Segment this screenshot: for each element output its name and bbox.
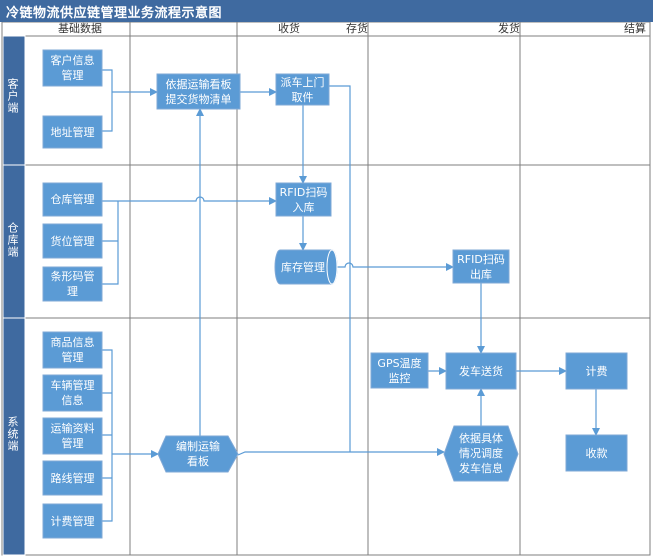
node-warehouse bbox=[42, 182, 103, 217]
lane-label-warehouse: 仓库端 bbox=[6, 222, 19, 258]
connector-warehouse-merge bbox=[102, 201, 119, 285]
node-goods-info bbox=[42, 331, 103, 369]
swimlane-grid bbox=[1, 21, 651, 556]
connector-customer-merge bbox=[102, 69, 157, 132]
node-text-dispatch: 派车上门 取件 bbox=[280, 75, 325, 104]
column-header-shipping: 发货 bbox=[498, 22, 520, 35]
node-slot bbox=[42, 223, 103, 259]
column-header-base-data: 基础数据 bbox=[58, 22, 102, 35]
node-text-inventory: 库存管理 bbox=[281, 260, 325, 274]
node-text-goods-info: 商品信息 管理 bbox=[50, 336, 95, 364]
node-address bbox=[42, 115, 103, 149]
connector-board-to-schedule bbox=[237, 448, 445, 456]
node-text-deliver: 发车送货 bbox=[459, 364, 503, 378]
lane-label-system: 系统端 bbox=[6, 416, 19, 452]
node-billing-mgmt bbox=[42, 503, 103, 539]
node-text-board: 编制运输 看板 bbox=[176, 440, 220, 468]
node-vehicle-info bbox=[42, 374, 103, 412]
connector-inventory-to-rfid-out bbox=[336, 262, 454, 271]
lane-label-column bbox=[2, 35, 26, 556]
node-schedule bbox=[443, 425, 519, 482]
connectors bbox=[102, 69, 600, 522]
node-text-address: 地址管理 bbox=[50, 125, 95, 139]
connector-system-merge bbox=[102, 349, 158, 522]
node-text-barcode: 条形码管 理 bbox=[50, 270, 95, 298]
node-submit-list bbox=[156, 73, 241, 110]
diagram-title: 冷链物流供应链管理业务流程示意图 bbox=[6, 6, 223, 21]
column-header-storage: 存货 bbox=[346, 22, 368, 35]
node-text-warehouse: 仓库管理 bbox=[50, 193, 95, 206]
connector-warehouse-to-rfid-in bbox=[102, 196, 277, 205]
node-rfid-out bbox=[452, 249, 510, 284]
node-deliver bbox=[445, 352, 517, 390]
title-bar bbox=[0, 0, 653, 22]
node-text-gps: GPS温度 监控 bbox=[377, 356, 422, 385]
node-collect bbox=[565, 434, 628, 472]
node-board bbox=[157, 435, 239, 473]
connector-dispatch-return bbox=[329, 85, 351, 452]
node-dispatch bbox=[275, 73, 330, 106]
node-text-slot: 货位管理 bbox=[50, 234, 95, 248]
node-rfid-in bbox=[275, 182, 332, 217]
node-text-collect: 收款 bbox=[585, 446, 608, 460]
node-text-customer-info: 客户信息 管理 bbox=[50, 54, 95, 82]
node-route bbox=[42, 460, 103, 496]
node-text-charge: 计费 bbox=[585, 364, 608, 378]
node-text-billing-mgmt: 计费管理 bbox=[50, 514, 95, 528]
node-barcode bbox=[42, 266, 103, 302]
node-inventory-end bbox=[326, 249, 338, 285]
node-text-rfid-in: RFID扫码 入库 bbox=[279, 185, 328, 214]
node-text-vehicle-info: 车辆管理 信息 bbox=[50, 379, 95, 407]
node-text-route: 路线管理 bbox=[50, 471, 95, 485]
node-customer-info bbox=[42, 49, 103, 87]
node-text-schedule: 依据具体 情况调度 发车信息 bbox=[459, 432, 503, 475]
node-charge bbox=[565, 352, 628, 390]
node-gps bbox=[370, 352, 429, 389]
node-text-transport-info: 运输资料 管理 bbox=[50, 422, 95, 450]
nodes bbox=[42, 49, 628, 539]
node-transport-info bbox=[42, 417, 103, 455]
node-text-rfid-out: RFID扫码 出库 bbox=[457, 252, 505, 281]
column-header-receiving: 收货 bbox=[278, 22, 300, 35]
lane-label-customer: 客户端 bbox=[6, 78, 19, 114]
column-header-settlement: 结算 bbox=[624, 22, 646, 35]
node-text-submit-list: 依据运输看板 提交货物清单 bbox=[165, 77, 232, 106]
